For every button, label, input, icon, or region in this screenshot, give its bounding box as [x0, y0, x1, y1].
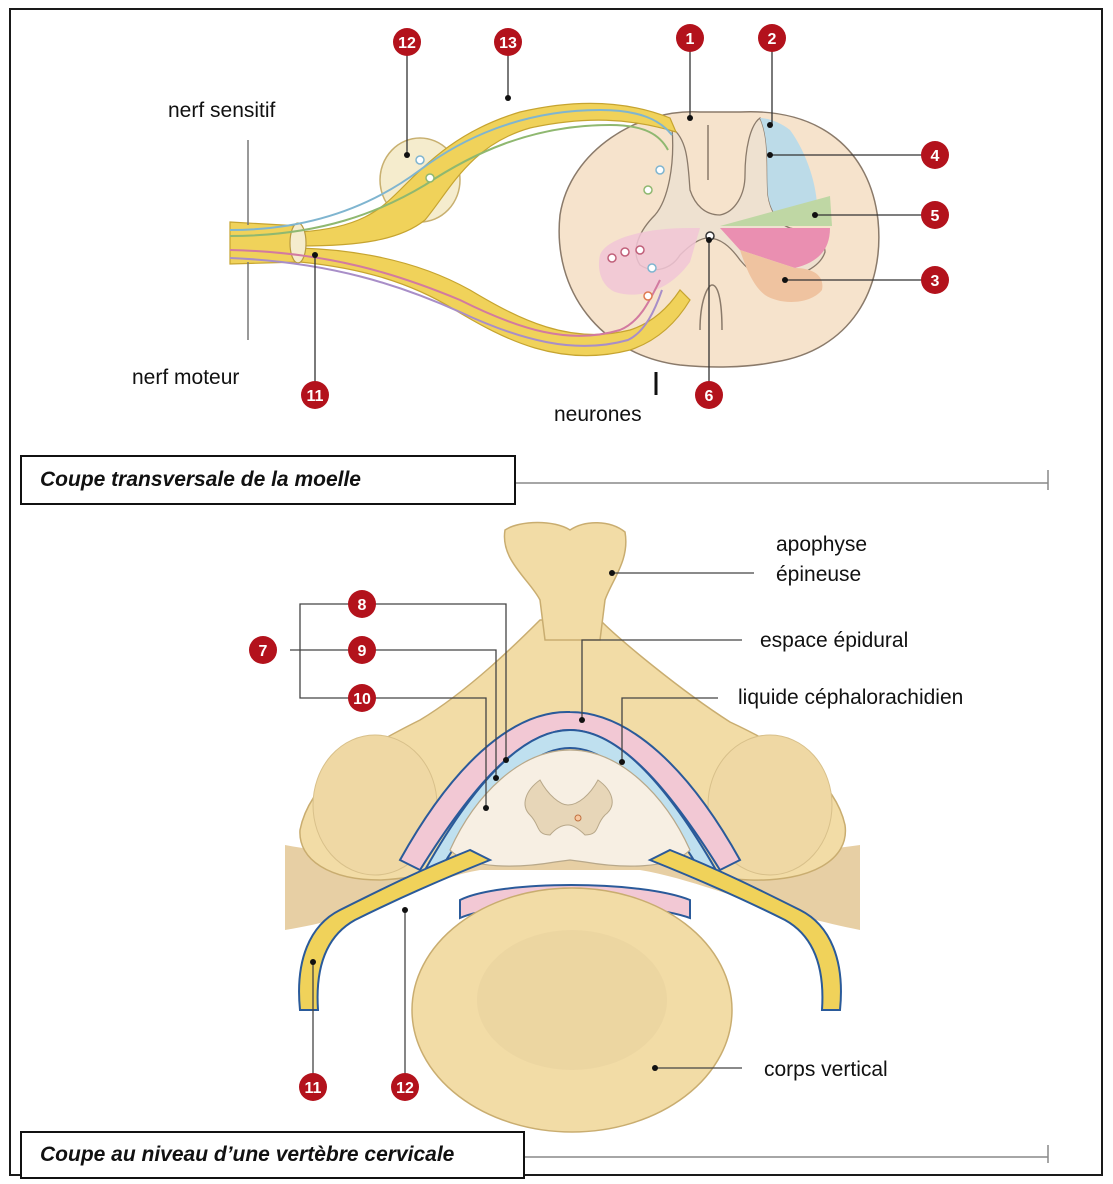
marker-5: 5	[921, 201, 949, 229]
label-espace-epidural: espace épidural	[760, 628, 908, 653]
marker-11-top: 11	[301, 381, 329, 409]
svg-text:11: 11	[307, 388, 324, 405]
svg-text:1: 1	[686, 31, 695, 48]
marker-2: 2	[758, 24, 786, 52]
spinous-process	[504, 523, 625, 641]
marker-11-bottom: 11	[299, 1073, 327, 1101]
marker-10: 10	[348, 684, 376, 712]
marker-1: 1	[676, 24, 704, 52]
svg-text:10: 10	[353, 691, 371, 708]
marker-9: 9	[348, 636, 376, 664]
caption-top: Coupe transversale de la moelle	[20, 455, 516, 505]
caption-bottom: Coupe au niveau d’une vertèbre cervicale	[20, 1131, 525, 1179]
svg-text:12: 12	[398, 35, 416, 52]
svg-text:4: 4	[931, 148, 940, 165]
label-nerf-moteur: nerf moteur	[132, 365, 239, 390]
marker-13: 13	[494, 28, 522, 56]
svg-text:9: 9	[358, 643, 367, 660]
label-nerf-sensitif: nerf sensitif	[168, 98, 275, 123]
marker-4: 4	[921, 141, 949, 169]
label-liquide: liquide céphalorachidien	[738, 685, 963, 710]
label-apophyse-line2: épineuse	[776, 562, 861, 587]
label-neurones: neurones	[554, 402, 642, 427]
marker-12-bottom: 12	[391, 1073, 419, 1101]
svg-text:2: 2	[768, 31, 777, 48]
marker-7: 7	[249, 636, 277, 664]
vertebral-body-trabecular	[477, 930, 667, 1070]
svg-text:5: 5	[931, 208, 940, 225]
svg-text:7: 7	[259, 643, 268, 660]
cord-central-canal	[575, 815, 581, 821]
svg-text:11: 11	[305, 1080, 322, 1097]
svg-text:8: 8	[358, 597, 367, 614]
svg-text:13: 13	[499, 35, 517, 52]
svg-text:3: 3	[931, 273, 940, 290]
marker-12-top: 12	[393, 28, 421, 56]
marker-3: 3	[921, 266, 949, 294]
nerve-sheath	[290, 223, 306, 263]
svg-text:6: 6	[705, 388, 714, 405]
label-corps-vertical: corps vertical	[764, 1057, 888, 1082]
marker-8: 8	[348, 590, 376, 618]
spinal-cord-section	[230, 50, 922, 395]
marker-6: 6	[695, 381, 723, 409]
label-apophyse-line1: apophyse	[776, 532, 867, 557]
svg-text:12: 12	[396, 1080, 414, 1097]
